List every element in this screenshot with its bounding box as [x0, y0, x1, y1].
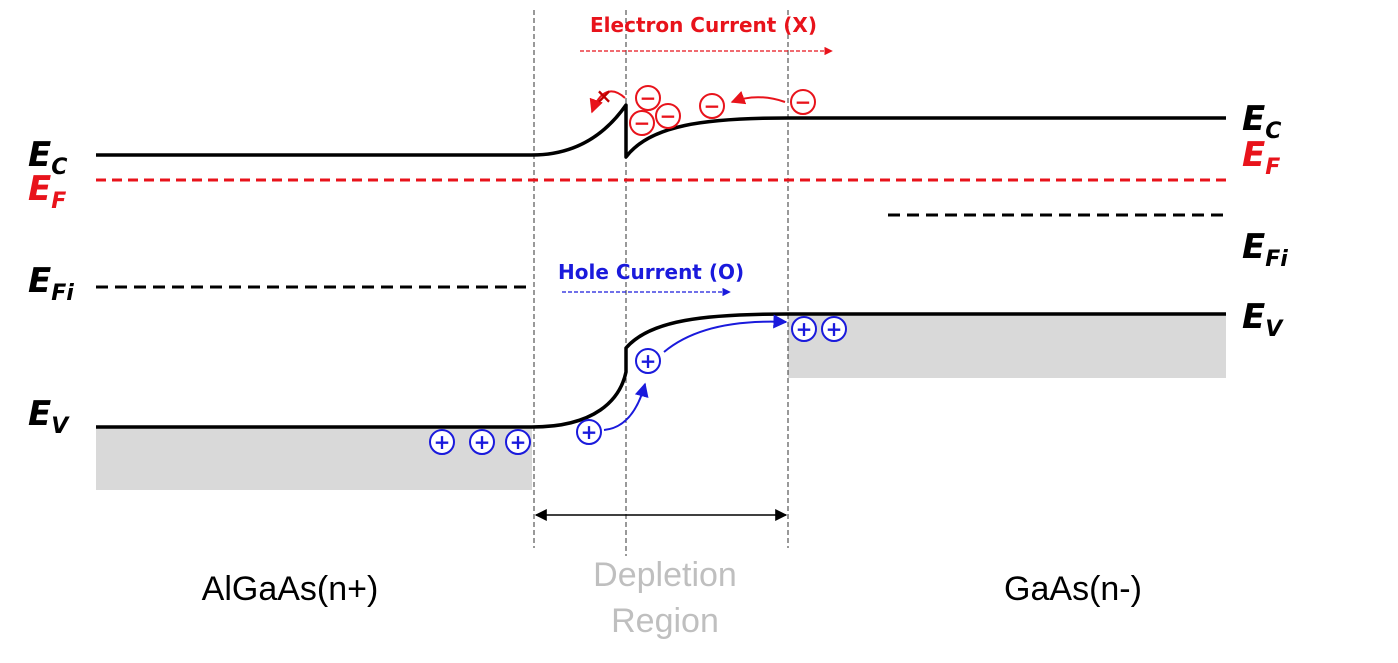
electron-group: − − − − − [629, 85, 816, 136]
hole: + [821, 316, 847, 342]
hole: + [505, 429, 531, 455]
region-label-depletion-2: Region [611, 602, 719, 640]
svg-text:+: + [581, 420, 598, 444]
svg-text:−: − [640, 86, 657, 110]
electron: − [699, 93, 725, 119]
blocked-mark-icon: × [596, 84, 613, 108]
hole: + [791, 316, 817, 342]
hole: + [429, 429, 455, 455]
svg-text:+: + [474, 430, 491, 454]
label-efi-right: EFi [1242, 227, 1288, 272]
hole-motion-arrow-1 [603, 382, 649, 431]
label-ev-left: EV [28, 394, 70, 439]
svg-text:+: + [510, 430, 527, 454]
electron-blocked-arrow [589, 90, 626, 114]
label-efi-left: EFi [28, 261, 74, 306]
svg-text:+: + [796, 317, 813, 341]
svg-text:−: − [795, 90, 812, 114]
svg-text:+: + [434, 430, 451, 454]
electron: − [629, 110, 655, 136]
hole: + [469, 429, 495, 455]
label-ec-left: EC [28, 135, 67, 180]
svg-text:+: + [826, 317, 843, 341]
svg-text:+: + [640, 349, 657, 373]
hole-current-label: Hole Current (O) [558, 260, 744, 284]
electron-motion-arrow [730, 91, 786, 105]
label-ev-right: EV [1242, 297, 1284, 342]
svg-text:−: − [704, 94, 721, 118]
hole-group: + + + + + + + [429, 316, 847, 455]
label-ef-left: EF [28, 169, 66, 214]
valence-band [96, 312, 1226, 429]
electron: − [655, 103, 681, 129]
svg-text:−: − [660, 104, 677, 128]
valence-fill-right [788, 314, 1226, 378]
region-label-right: GaAs(n-) [1004, 570, 1142, 608]
electron: − [635, 85, 661, 111]
hole: + [576, 419, 602, 445]
hole: + [635, 348, 661, 374]
label-ef-right: EF [1242, 135, 1280, 180]
hole-motion-arrow-2 [663, 314, 788, 353]
svg-text:−: − [634, 111, 651, 135]
valence-fill-left [96, 427, 532, 490]
region-label-left: AlGaAs(n+) [202, 570, 379, 608]
electron-current-label: Electron Current (X) [590, 13, 817, 37]
region-label-depletion: Depletion [593, 556, 737, 594]
label-ec-right: EC [1242, 99, 1281, 144]
conduction-band [96, 103, 1226, 159]
electron: − [790, 89, 816, 115]
